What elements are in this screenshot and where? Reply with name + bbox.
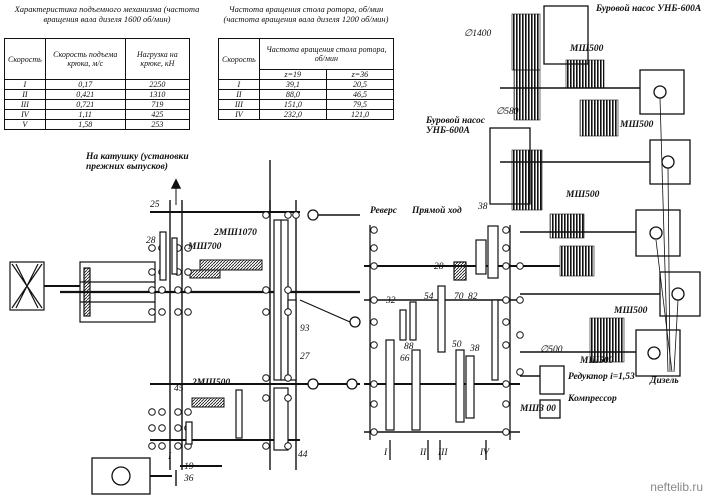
label-25: 25 bbox=[150, 200, 160, 210]
label-pryamoy: Прямой ход bbox=[412, 206, 462, 216]
label-roman-2: II bbox=[420, 448, 427, 458]
label-na-katushku: На катушку (установки прежних выпусков) bbox=[86, 152, 189, 172]
label-27: 27 bbox=[300, 352, 310, 362]
chain-2msh500 bbox=[191, 397, 225, 408]
label-d500: ∅500 bbox=[540, 345, 563, 355]
reducer bbox=[539, 365, 565, 395]
rotor-table-caption: Частота вращения стола ротора, об/мин (ч… bbox=[223, 4, 389, 24]
label-36: 36 bbox=[184, 474, 194, 484]
diesel-engines bbox=[635, 69, 701, 377]
label-70: 70 bbox=[454, 292, 464, 302]
compressor bbox=[539, 399, 561, 419]
label-revers: Реверс bbox=[370, 206, 397, 216]
label-msh500-e: МШ500 bbox=[580, 356, 614, 366]
label-reduktor: Редуктор i=1,53 bbox=[568, 372, 635, 382]
label-msh1070: 2МШ1070 bbox=[214, 228, 257, 238]
left-clutch bbox=[9, 261, 80, 311]
label-54: 54 bbox=[424, 292, 434, 302]
hoist-header-velocity: Скорость подъема крюка, м/с bbox=[44, 38, 126, 80]
label-28b: 28 bbox=[434, 262, 444, 272]
label-roman-4: IV bbox=[480, 448, 489, 458]
label-d1400: ∅1400 bbox=[464, 29, 492, 39]
label-82: 82 bbox=[468, 292, 478, 302]
label-dizel: Дизель bbox=[650, 376, 679, 386]
rotor-table: Скорость Частота вращения стола ротора, … bbox=[218, 38, 395, 120]
label-msh500-d: МШ500 bbox=[614, 306, 648, 316]
label-2msh500: 2МШ500 bbox=[192, 378, 231, 388]
label-66: 66 bbox=[400, 354, 410, 364]
label-pump-mid: Буровой насос УНБ-600А bbox=[426, 116, 486, 136]
sheave-stacks bbox=[511, 13, 625, 363]
label-93: 93 bbox=[300, 324, 310, 334]
rotor_table-cell: 121,0 bbox=[325, 109, 395, 120]
hoist-header-speed: Скорость bbox=[4, 38, 46, 80]
engine-shafts bbox=[500, 87, 660, 377]
label-lone-i: I bbox=[168, 452, 172, 462]
label-pump-top: Буровой насос УНБ-600А bbox=[596, 4, 702, 14]
pump-top bbox=[543, 5, 589, 65]
small-gears-left bbox=[159, 231, 243, 445]
label-50: 50 bbox=[452, 340, 462, 350]
label-88: 88 bbox=[404, 342, 414, 352]
label-19: 19 bbox=[184, 462, 194, 472]
label-44: 44 bbox=[298, 450, 308, 460]
chain-msh1070 bbox=[199, 259, 263, 271]
gear-44 bbox=[273, 387, 289, 451]
label-msh300: МШЗ 00 bbox=[520, 404, 556, 414]
hoist-table-caption: Характеристика подъемного механизма (час… bbox=[14, 4, 200, 24]
rotor-bearings bbox=[370, 226, 524, 436]
label-kompressor: Компрессор bbox=[568, 394, 617, 404]
rotor-header-freq: Частота вращения стола ротора, об/мин bbox=[258, 38, 395, 70]
hoist_table-cell: 253 bbox=[124, 119, 191, 130]
rotor-gears bbox=[385, 225, 499, 431]
shaft-couplings bbox=[299, 209, 361, 390]
label-45: 45 bbox=[174, 384, 184, 394]
label-28a: 28 bbox=[146, 236, 156, 246]
label-roman-1: I bbox=[384, 448, 388, 458]
motor-lower-left bbox=[91, 457, 172, 495]
label-msh500-b: МШ500 bbox=[620, 120, 654, 130]
label-38a: 38 bbox=[478, 202, 488, 212]
label-msh500-c: МШ500 bbox=[566, 190, 600, 200]
gear-27 bbox=[287, 299, 297, 381]
gear-93 bbox=[273, 219, 289, 381]
hoist-table: Скорость Скорость подъема крюка, м/с Наг… bbox=[4, 38, 191, 130]
chain-msh700 bbox=[189, 269, 221, 279]
transmission-frame bbox=[150, 160, 360, 486]
label-d580: ∅580 bbox=[496, 107, 519, 117]
label-roman-3: III bbox=[438, 448, 448, 458]
label-32: 32 bbox=[386, 296, 396, 306]
watermark: neftelib.ru bbox=[650, 480, 703, 494]
dizel-leaders bbox=[655, 97, 679, 373]
label-msh700: МШ700 bbox=[188, 242, 222, 252]
label-msh500-a: МШ500 bbox=[570, 44, 604, 54]
label-38b: 38 bbox=[470, 344, 480, 354]
